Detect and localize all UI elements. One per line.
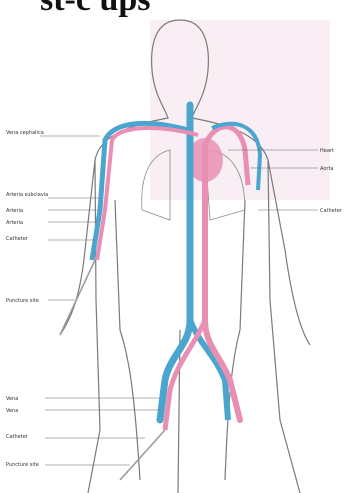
label-left-7: Vena: [6, 408, 18, 414]
label-left-6: Vena: [6, 396, 18, 402]
label-left-8: Catheter: [6, 434, 29, 440]
label-left-4: Catheter: [6, 236, 29, 242]
leg-catheter: [120, 430, 165, 480]
label-right-1: Aorta: [320, 166, 333, 172]
label-left-5: Puncture site: [6, 298, 39, 304]
label-right-2: Catheter: [320, 208, 343, 214]
label-left-1: Arteria subclavia: [6, 192, 48, 198]
arm-catheter: [60, 260, 95, 335]
background-wash: [150, 20, 330, 200]
label-left-0: Vena cephalica: [6, 130, 44, 136]
label-left-3: Arteria: [6, 220, 23, 226]
label-right-0: Heart: [320, 148, 334, 154]
label-left-2: Arteria: [6, 208, 23, 214]
label-left-9: Puncture site: [6, 462, 39, 468]
